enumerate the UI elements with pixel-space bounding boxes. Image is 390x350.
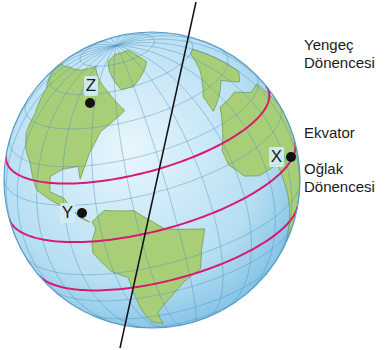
point-letter: Z	[84, 76, 98, 96]
point-letter: X	[269, 147, 284, 167]
graticule-line	[49, 34, 193, 95]
graticule-line	[110, 38, 116, 45]
globe-outline	[4, 32, 300, 328]
graticule-line	[116, 36, 218, 48]
latitude-lines	[6, 86, 298, 291]
graticule-line	[116, 43, 299, 208]
point-dot	[286, 152, 296, 162]
point-dot	[85, 98, 95, 108]
graticule-line	[88, 263, 275, 319]
globe-ocean	[4, 32, 300, 328]
latitude-line	[39, 207, 297, 291]
graticule-line	[116, 46, 223, 316]
graticule-line	[92, 46, 166, 328]
graticule	[4, 32, 300, 328]
continent-shape	[26, 64, 125, 222]
graticule-line	[116, 32, 152, 46]
graticule-line	[114, 46, 181, 325]
latitude-name: Oğlak Dönencesi	[304, 160, 388, 196]
point-letter: Y	[60, 203, 75, 223]
graticule-line	[17, 46, 116, 309]
graticule-line	[116, 45, 292, 270]
earth-axis	[120, 2, 196, 348]
graticule-line	[8, 46, 116, 145]
graticule-line	[6, 46, 116, 250]
graticule-line	[80, 34, 154, 66]
graticule-line	[116, 39, 279, 104]
latitude-line	[9, 142, 296, 242]
point-dot	[77, 208, 87, 218]
latitude-name: Yengeç Dönencesi	[304, 36, 388, 72]
latitude-line	[6, 86, 269, 184]
latitude-name: Ekvator	[304, 124, 388, 142]
graticule-line	[10, 143, 296, 243]
